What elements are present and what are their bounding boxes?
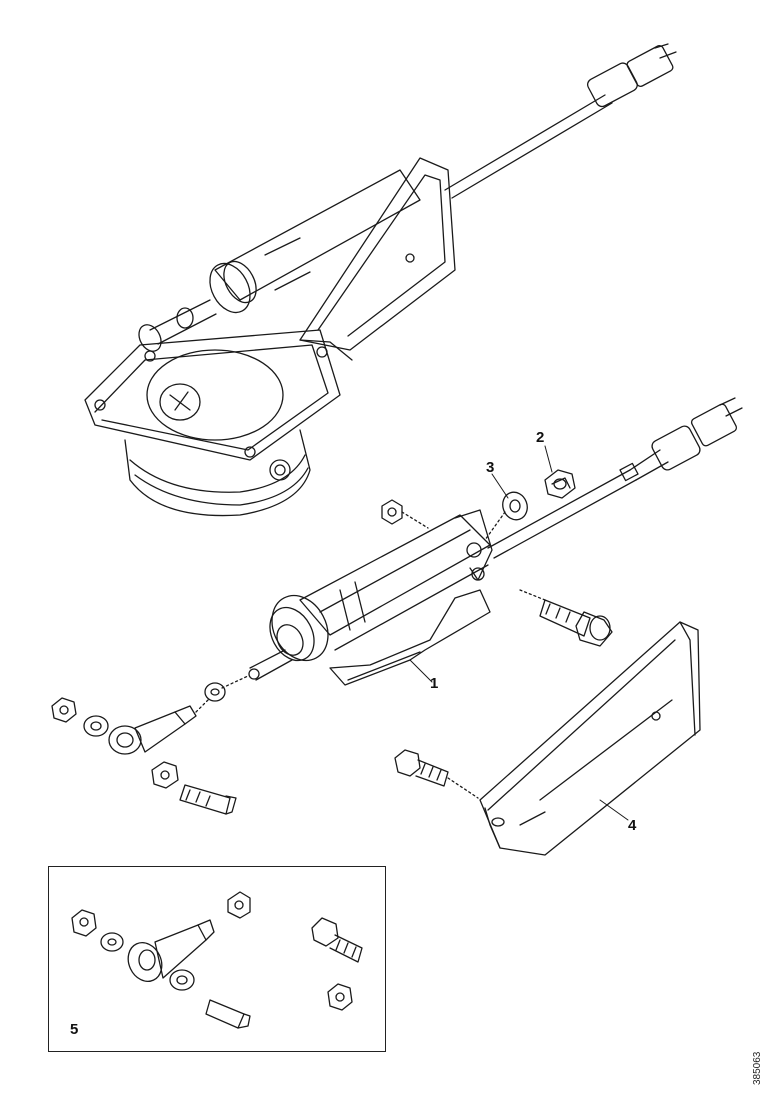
callout-part-2: 2	[536, 429, 545, 446]
mounted-assembly	[84, 43, 677, 517]
callout-part-1: 1	[430, 675, 439, 692]
actuator-cylinder	[248, 509, 493, 686]
callout-part-5: 5	[70, 1021, 79, 1038]
fastener-stack-left	[51, 675, 249, 815]
guard-bracket	[479, 621, 701, 856]
part-2-nut	[544, 469, 576, 499]
actuator-cable	[487, 449, 669, 559]
kit-parts	[71, 891, 363, 1029]
nut-top-left	[381, 499, 429, 529]
bolt-bracket	[394, 749, 479, 799]
actuator-connector	[651, 397, 743, 471]
reference-code: 385063	[752, 1051, 763, 1085]
bolt-right	[519, 589, 613, 647]
connector-top	[586, 43, 677, 108]
part-3-washer	[484, 491, 528, 541]
callout-leaders	[409, 445, 629, 821]
callout-part-3: 3	[486, 459, 495, 476]
callout-part-4: 4	[628, 817, 637, 834]
kit-inset-frame	[48, 866, 386, 1052]
